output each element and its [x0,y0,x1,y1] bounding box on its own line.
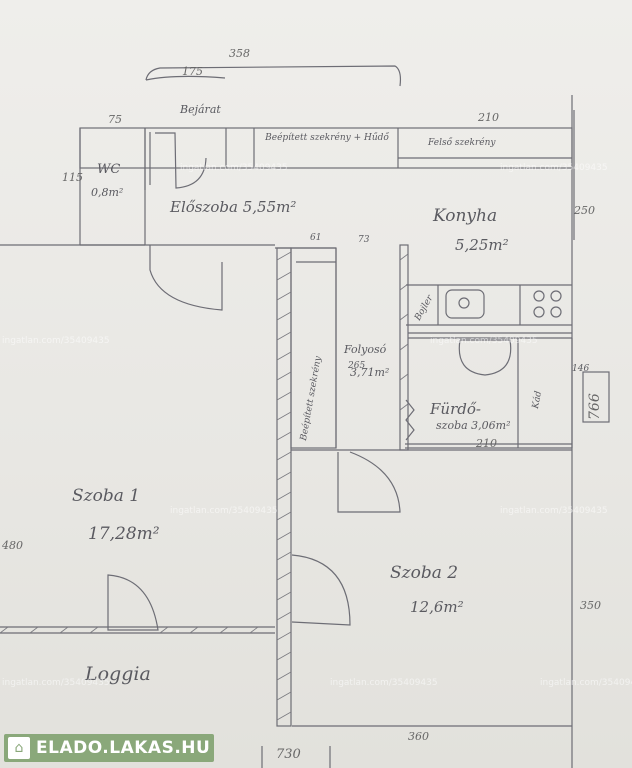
dimension-61: 61 [310,233,322,243]
built-in-cabinet-hood-label: Beépített szekrény + Hűdő [265,133,389,143]
szoba2-name: Szoba 2 [390,563,459,583]
konyha-name: Konyha [433,206,498,226]
szoba1-name: Szoba 1 [72,486,141,506]
konyha-area: 5,25m² [455,236,509,254]
upper-cabinet-label: Felső szekrény [428,138,496,148]
szoba2-door [291,554,351,626]
furdo-area: szoba 3,06m² [436,419,511,432]
szoba1-area: 17,28m² [88,524,160,544]
corridor-door [337,451,401,513]
watermark: ingatlan.com/35409435 [180,163,288,173]
dimension-480: 480 [2,539,23,552]
watermark: ingatlan.com/35409435 [540,678,632,688]
sink-drain [458,297,470,309]
dimension-350: 350 [580,599,601,612]
watermark: ingatlan.com/35409435 [500,506,608,516]
loggia-door [107,574,159,631]
dimension-210-bath: 210 [476,437,497,450]
folyoso-area: 3,71m² [350,366,390,379]
dimension-73: 73 [358,235,370,245]
watermark: ingatlan.com/35409435 [2,678,110,688]
dimension-115: 115 [62,171,83,184]
watermark: ingatlan.com/35409435 [2,336,110,346]
stove-burner-3 [533,306,545,318]
dimension-250: 250 [574,204,595,217]
dimension-75: 75 [108,113,122,126]
dimension-146: 146 [572,364,590,374]
dimension-210-top: 210 [478,111,499,124]
kitchen-sink [445,289,485,319]
wc-name: WC [97,162,121,177]
dimension-358: 358 [229,47,250,60]
dimension-360-right: 360 [408,730,429,743]
wc-area: 0,8m² [91,186,124,199]
watermark: ingatlan.com/35409435 [500,163,608,173]
watermark: ingatlan.com/35409435 [330,678,438,688]
szoba2-area: 12,6m² [410,598,464,616]
built-in-cabinet-corridor [290,247,337,449]
dimension-line-175 [145,75,226,81]
watermark: ingatlan.com/35409435 [430,336,538,346]
dimension-766: 766 [587,393,603,420]
bathroom-door-break [405,399,415,441]
stove-burner-4 [550,306,562,318]
stove-burner-2 [550,290,562,302]
house-icon: ⌂ [8,737,30,759]
dimension-175: 175 [182,65,203,78]
entry-door [155,132,207,189]
eloszoba-label: Előszoba 5,55m² [170,198,297,216]
loggia-name: Loggia [85,663,151,685]
entrance-label: Bejárat [180,103,221,116]
stove-burner-1 [533,290,545,302]
elado-lakas-logo[interactable]: ⌂ ELADO.LAKAS.HU [4,734,214,762]
folyoso-name: Folyosó [344,343,387,356]
bathroom-washbasin [458,339,512,376]
dimension-265: 265 [348,361,366,371]
szoba1-door [149,245,223,311]
watermark: ingatlan.com/35409435 [170,506,278,516]
furdo-name: Fürdő- [430,400,481,418]
dimension-730: 730 [276,747,301,762]
dimension-line-358 [145,65,402,87]
corridor-wall-left [276,247,292,727]
dimension-box-766 [582,371,610,423]
logo-text: ELADO.LAKAS.HU [36,738,211,758]
